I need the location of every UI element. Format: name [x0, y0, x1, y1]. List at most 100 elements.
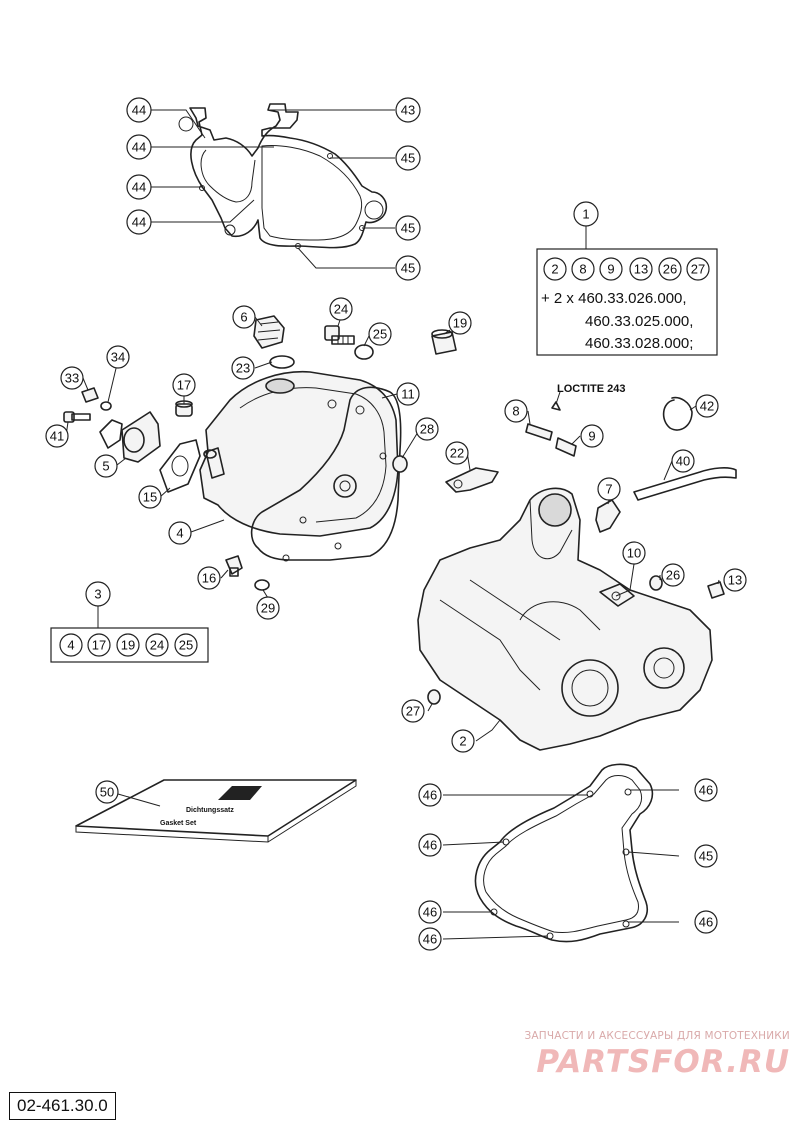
- callout-2[interactable]: 2: [451, 729, 475, 753]
- kit-box-1-line-3: 460.33.028.000;: [585, 335, 693, 352]
- callout-label: 44: [132, 180, 146, 195]
- callout-13[interactable]: 13: [723, 568, 747, 592]
- callout-label: 10: [627, 546, 641, 561]
- callout-45[interactable]: 45: [395, 145, 421, 171]
- gasket-set-booklet: Dichtungssatz Gasket Set: [75, 779, 357, 843]
- callout-4[interactable]: 4: [168, 521, 192, 545]
- callout-46[interactable]: 46: [418, 833, 442, 857]
- callout-46[interactable]: 46: [418, 927, 442, 951]
- callout-label: 19: [453, 316, 467, 331]
- plug-13: [707, 581, 725, 599]
- callout-40[interactable]: 40: [671, 449, 695, 473]
- callout-44[interactable]: 44: [126, 209, 152, 235]
- callout-24[interactable]: 24: [329, 297, 353, 321]
- callout-45[interactable]: 45: [694, 844, 718, 868]
- clutch-cover-gasket: [250, 386, 402, 562]
- callout-46[interactable]: 46: [694, 910, 718, 934]
- callout-45[interactable]: 45: [395, 255, 421, 281]
- callout-label: 46: [423, 788, 437, 803]
- kit-box-1-item[interactable]: 27: [686, 257, 710, 281]
- watermark-logo: PARTSFOR.RU: [536, 1044, 790, 1080]
- callout-label: 16: [202, 571, 216, 586]
- callout-label: 46: [699, 783, 713, 798]
- kit-item-label: 27: [691, 262, 705, 277]
- callout-6[interactable]: 6: [232, 305, 256, 329]
- callout-15[interactable]: 15: [138, 485, 162, 509]
- callout-46[interactable]: 46: [694, 778, 718, 802]
- callout-43[interactable]: 43: [395, 97, 421, 123]
- callout-33[interactable]: 33: [60, 366, 84, 390]
- kit-item-label: 25: [179, 638, 193, 653]
- callout-label: 50: [100, 785, 114, 800]
- dowel-pins: [525, 401, 577, 457]
- washer-34: [100, 401, 112, 411]
- bushing-26: [649, 575, 663, 591]
- kit-item-label: 9: [607, 262, 614, 277]
- circlip-42: [662, 396, 693, 431]
- callout-41[interactable]: 41: [45, 424, 69, 448]
- drawing-number: 02-461.30.0: [9, 1092, 116, 1120]
- callout-44[interactable]: 44: [126, 97, 152, 123]
- callout-27[interactable]: 27: [401, 699, 425, 723]
- kit-box-1-item[interactable]: 8: [571, 257, 595, 281]
- callout-label: 6: [240, 310, 247, 325]
- kit-box-1-item[interactable]: 13: [629, 257, 653, 281]
- callout-17[interactable]: 17: [172, 373, 196, 397]
- callout-label: 29: [261, 601, 275, 616]
- callout-50[interactable]: 50: [95, 780, 119, 804]
- callout-kit-1[interactable]: 1: [573, 201, 599, 227]
- callout-label: 8: [512, 404, 519, 419]
- kit-box-1-item[interactable]: 2: [543, 257, 567, 281]
- callout-label: 4: [176, 526, 183, 541]
- kit-box-1-item[interactable]: 9: [599, 257, 623, 281]
- callout-label: 13: [728, 573, 742, 588]
- callout-label: 17: [177, 378, 191, 393]
- callout-9[interactable]: 9: [580, 424, 604, 448]
- callout-label: 40: [676, 454, 690, 469]
- watermark-tagline: ЗАПЧАСТИ И АКСЕССУАРЫ ДЛЯ МОТОТЕХНИКИ: [524, 1030, 790, 1042]
- callout-label: 22: [450, 446, 464, 461]
- callout-46[interactable]: 46: [418, 783, 442, 807]
- callout-7[interactable]: 7: [597, 477, 621, 501]
- loctite-note: LOCTITE 243: [557, 383, 625, 395]
- kit-box-3-item[interactable]: 19: [116, 633, 140, 657]
- callout-22[interactable]: 22: [445, 441, 469, 465]
- callout-34[interactable]: 34: [106, 345, 130, 369]
- screw-41: [63, 411, 91, 423]
- callout-42[interactable]: 42: [695, 394, 719, 418]
- ignition-cover-gasket: [178, 103, 388, 249]
- callout-label: 45: [401, 151, 415, 166]
- drain-plug: [225, 555, 243, 577]
- callout-label: 11: [401, 387, 415, 402]
- callout-26[interactable]: 26: [661, 563, 685, 587]
- callout-label: 43: [401, 103, 415, 118]
- callout-44[interactable]: 44: [126, 134, 152, 160]
- callout-5[interactable]: 5: [94, 454, 118, 478]
- callout-label: 15: [143, 490, 157, 505]
- kit-item-label: 19: [121, 638, 135, 653]
- callout-28[interactable]: 28: [415, 417, 439, 441]
- kit-box-3-item[interactable]: 24: [145, 633, 169, 657]
- callout-label: 46: [423, 838, 437, 853]
- booklet-subtitle: Gasket Set: [160, 820, 197, 827]
- callout-29[interactable]: 29: [256, 596, 280, 620]
- callout-45[interactable]: 45: [395, 215, 421, 241]
- callout-label: 5: [102, 459, 109, 474]
- callout-8[interactable]: 8: [504, 399, 528, 423]
- callout-23[interactable]: 23: [231, 356, 255, 380]
- kit-box-1-item[interactable]: 26: [658, 257, 682, 281]
- kit-box-3-item[interactable]: 25: [174, 633, 198, 657]
- callout-16[interactable]: 16: [197, 566, 221, 590]
- kit-item-label: 13: [634, 262, 648, 277]
- clutch-cover: [199, 370, 399, 537]
- kit-box-3-item[interactable]: 17: [87, 633, 111, 657]
- callout-44[interactable]: 44: [126, 174, 152, 200]
- callout-11[interactable]: 11: [396, 382, 420, 406]
- kit-box-3-item[interactable]: 4: [59, 633, 83, 657]
- callout-25[interactable]: 25: [368, 322, 392, 346]
- callout-19[interactable]: 19: [448, 311, 472, 335]
- callout-46[interactable]: 46: [418, 900, 442, 924]
- callout-10[interactable]: 10: [622, 541, 646, 565]
- callout-kit-3[interactable]: 3: [85, 581, 111, 607]
